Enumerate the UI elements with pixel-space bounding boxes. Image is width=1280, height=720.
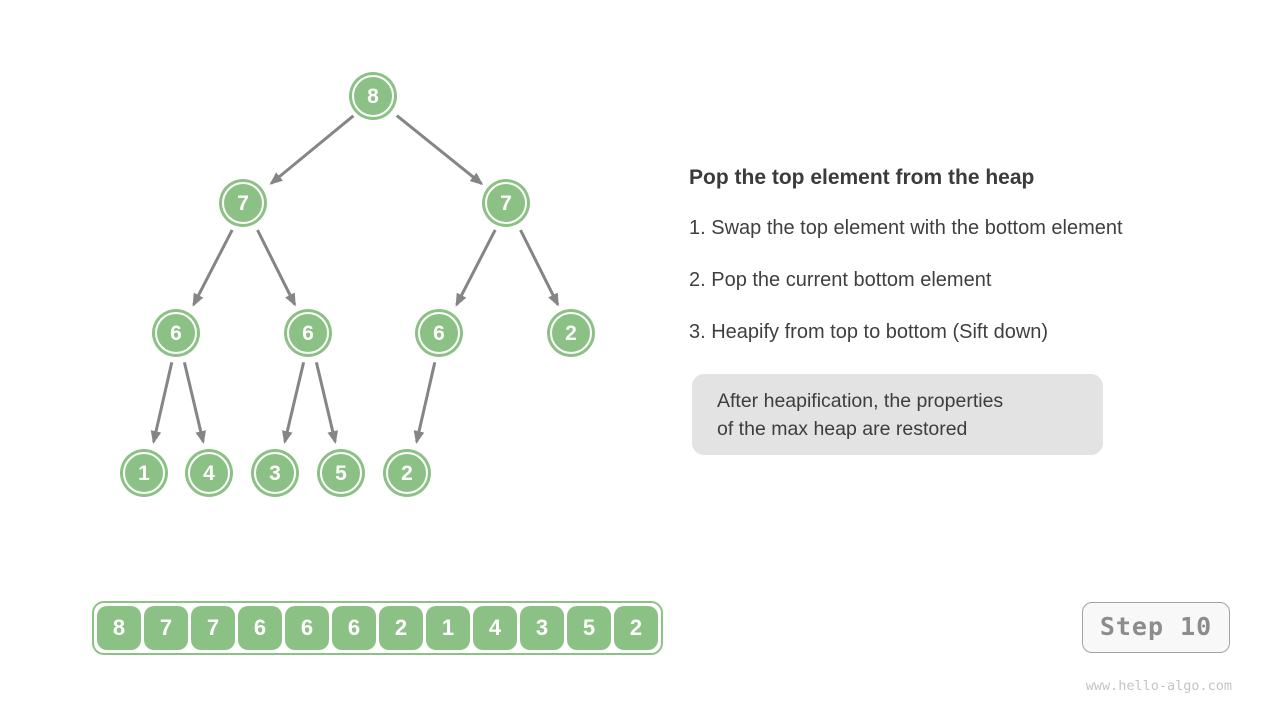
heap-tree-diagram: 8 7 7 6 6 6 2 1 4 3 5 2 <box>0 0 700 560</box>
array-cell: 4 <box>473 606 517 650</box>
array-cell: 7 <box>191 606 235 650</box>
tree-node: 2 <box>386 452 428 494</box>
explanation-panel: Pop the top element from the heap 1. Swa… <box>689 166 1229 343</box>
note-line-1: After heapification, the properties <box>717 390 1004 412</box>
tree-node: 5 <box>320 452 362 494</box>
tree-node: 6 <box>418 312 460 354</box>
step-badge: Step 10 <box>1082 602 1230 653</box>
tree-node: 6 <box>287 312 329 354</box>
tree-node: 3 <box>254 452 296 494</box>
panel-step-2: 2. Pop the current bottom element <box>689 269 992 291</box>
watermark: www.hello-algo.com <box>1085 678 1232 694</box>
array-cell: 6 <box>332 606 376 650</box>
panel-step-3: 3. Heapify from top to bottom (Sift down… <box>689 321 1049 343</box>
array-cell: 3 <box>520 606 564 650</box>
tree-node: 6 <box>155 312 197 354</box>
tree-node: 4 <box>188 452 230 494</box>
array-cell: 1 <box>426 606 470 650</box>
tree-edges <box>150 114 560 445</box>
panel-title: Pop the top element from the heap <box>689 166 1035 189</box>
panel-step-1: 1. Swap the top element with the bottom … <box>689 217 1123 239</box>
tree-node: 2 <box>550 312 592 354</box>
note-line-2: of the max heap are restored <box>717 418 968 440</box>
array-cell: 2 <box>379 606 423 650</box>
array-cell: 7 <box>144 606 188 650</box>
tree-node-root: 8 <box>352 75 394 117</box>
array-cell: 8 <box>97 606 141 650</box>
tree-node: 1 <box>123 452 165 494</box>
note-box: After heapification, the properties of t… <box>692 374 1103 455</box>
array-cell: 6 <box>285 606 329 650</box>
tree-node: 7 <box>485 182 527 224</box>
heap-array: 8 7 7 6 6 6 2 1 4 3 5 2 <box>92 601 663 655</box>
array-cell: 5 <box>567 606 611 650</box>
array-cell: 2 <box>614 606 658 650</box>
tree-node: 7 <box>222 182 264 224</box>
array-cell: 6 <box>238 606 282 650</box>
